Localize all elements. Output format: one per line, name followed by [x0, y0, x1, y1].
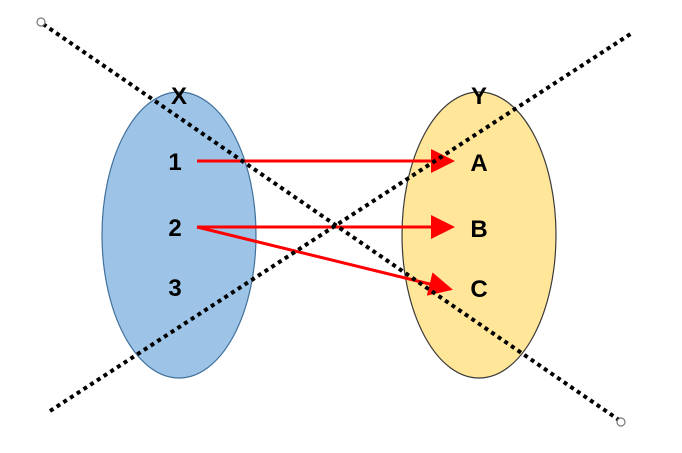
line-end-handle[interactable]	[616, 417, 626, 427]
element-3: 3	[168, 275, 181, 302]
cross-out-line-ascending	[48, 31, 634, 413]
line-start-handle[interactable]	[36, 17, 46, 27]
element-b: B	[470, 216, 487, 243]
element-a: A	[470, 150, 487, 177]
element-1: 1	[168, 149, 181, 176]
set-x-ellipse	[101, 91, 257, 379]
set-x-label: X	[171, 83, 187, 110]
arrow-2-to-c	[196, 225, 453, 296]
element-2: 2	[168, 215, 181, 242]
element-c: C	[470, 276, 487, 303]
set-y-label: Y	[471, 83, 487, 110]
